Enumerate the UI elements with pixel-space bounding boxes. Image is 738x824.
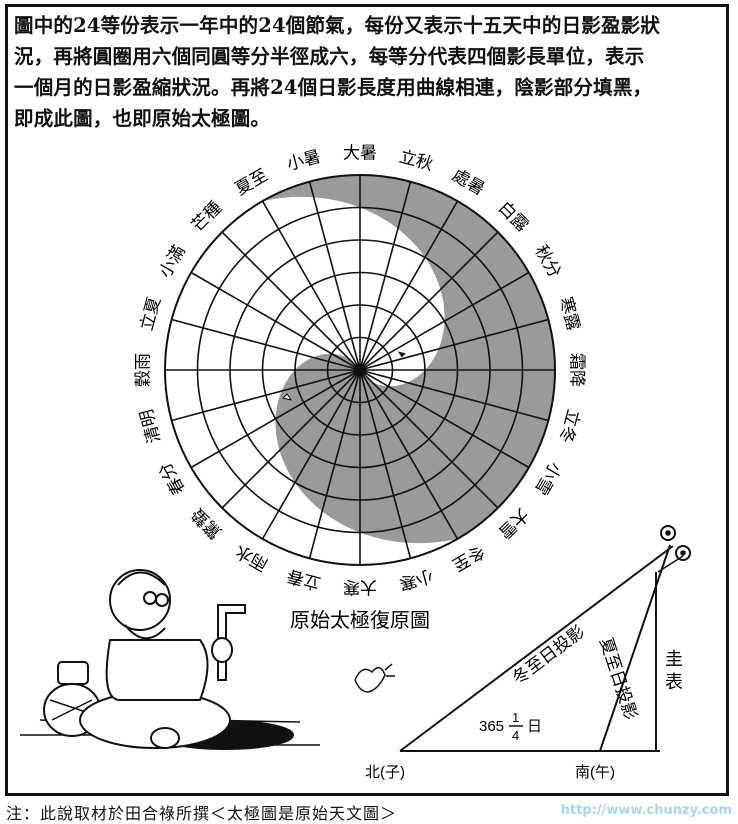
spoke <box>359 318 549 371</box>
spoke <box>190 369 361 469</box>
solar-term-label: 秋分 <box>531 242 564 281</box>
solar-term-label: 霜降 <box>568 353 587 387</box>
spoke <box>359 369 549 422</box>
spoke <box>190 271 361 371</box>
year-length-whole: 365 <box>479 718 504 735</box>
sun-icon <box>660 525 676 541</box>
intro-line: 一個月的日影盈縮狀況。再將24個日影長度用曲線相連，陰影部分填黑， <box>14 76 653 99</box>
winter-shadow-line <box>399 545 674 752</box>
solar-term-label: 雨水 <box>232 541 271 574</box>
spoke <box>359 181 412 371</box>
solar-term-label: 白露 <box>495 198 532 235</box>
spoke <box>221 369 361 509</box>
yin-region-outer <box>262 175 555 539</box>
year-length-unit: 日 <box>527 718 542 735</box>
arrow-icon <box>282 393 293 401</box>
north-label: 北(子) <box>365 764 405 781</box>
solar-term-label: 芒種 <box>188 198 225 235</box>
spoke <box>171 318 361 371</box>
taiji-circle <box>164 174 556 566</box>
spoke <box>359 369 412 559</box>
winter-shadow-label: 冬至日投影 <box>509 622 588 688</box>
solar-term-label: 驚蟄 <box>188 505 225 542</box>
caveman-illustration <box>20 569 320 750</box>
intro-paragraph: 圖中的24等份表示一年中的24個節氣，每份又表示十五天中的日影盈影狀 況，再將圓… <box>14 10 726 134</box>
spoke <box>171 369 361 422</box>
year-length-denominator: 4 <box>512 728 519 743</box>
solar-term-label: 冬至 <box>449 541 488 574</box>
solar-term-label: 穀雨 <box>134 353 153 387</box>
solar-term-label: 立冬 <box>556 407 583 445</box>
page-border <box>5 4 729 796</box>
solar-term-label: 小寒 <box>397 566 435 593</box>
solar-term-label: 小滿 <box>155 242 188 281</box>
yin-region-inner <box>275 353 458 544</box>
spoke <box>308 181 361 371</box>
diagram-caption: 原始太極復原圖 <box>290 609 430 632</box>
spoke <box>261 200 361 371</box>
solar-term-label: 立春 <box>285 566 323 593</box>
arrow-icon <box>397 351 406 358</box>
solar-term-label: 大寒 <box>343 578 377 597</box>
south-label: 南(午) <box>575 764 615 781</box>
gnomon-label-1: 圭 <box>665 649 683 669</box>
solar-term-label: 小雪 <box>531 459 564 498</box>
solar-term-label: 小暑 <box>285 147 323 174</box>
spoke <box>359 369 530 469</box>
spoke <box>221 231 361 371</box>
intro-line: 況，再將圓圈用六個同圓等分半徑成六，每等分代表四個影長單位，表示 <box>14 45 645 68</box>
solar-term-label: 大暑 <box>343 144 377 163</box>
gnomon-diagram <box>399 525 691 752</box>
solar-term-label: 春分 <box>155 459 188 498</box>
gnomon-label-2: 表 <box>665 672 683 692</box>
spoke <box>359 369 459 540</box>
spoke <box>359 271 530 371</box>
intro-line: 即成此圖，也即原始太極圖。 <box>14 107 271 130</box>
summer-shadow-line <box>599 544 671 752</box>
center-dot <box>354 364 366 376</box>
solar-term-label: 處暑 <box>449 165 488 198</box>
spoke <box>261 369 361 540</box>
spoke <box>308 369 361 559</box>
solar-term-label: 寒露 <box>556 295 583 333</box>
spoke <box>359 231 499 371</box>
watermark: http://www.chunzy.com <box>560 803 732 818</box>
intro-line: 圖中的24等份表示一年中的24個節氣，每份又表示十五天中的日影盈影狀 <box>14 14 661 37</box>
footnote: 注：此說取材於田合祿所撰＜太極圖是原始天文圖＞ <box>6 804 398 823</box>
solar-term-label: 立夏 <box>137 295 164 333</box>
year-length-numerator: 1 <box>512 710 519 725</box>
solar-term-label: 清明 <box>137 407 164 445</box>
spoke <box>359 200 459 371</box>
sun-icon <box>675 545 691 561</box>
solar-term-label: 大雪 <box>495 505 532 542</box>
solar-term-label: 立秋 <box>397 147 435 174</box>
bird-illustration <box>354 663 395 693</box>
solar-term-label: 夏至 <box>232 165 271 198</box>
spoke <box>359 369 499 509</box>
